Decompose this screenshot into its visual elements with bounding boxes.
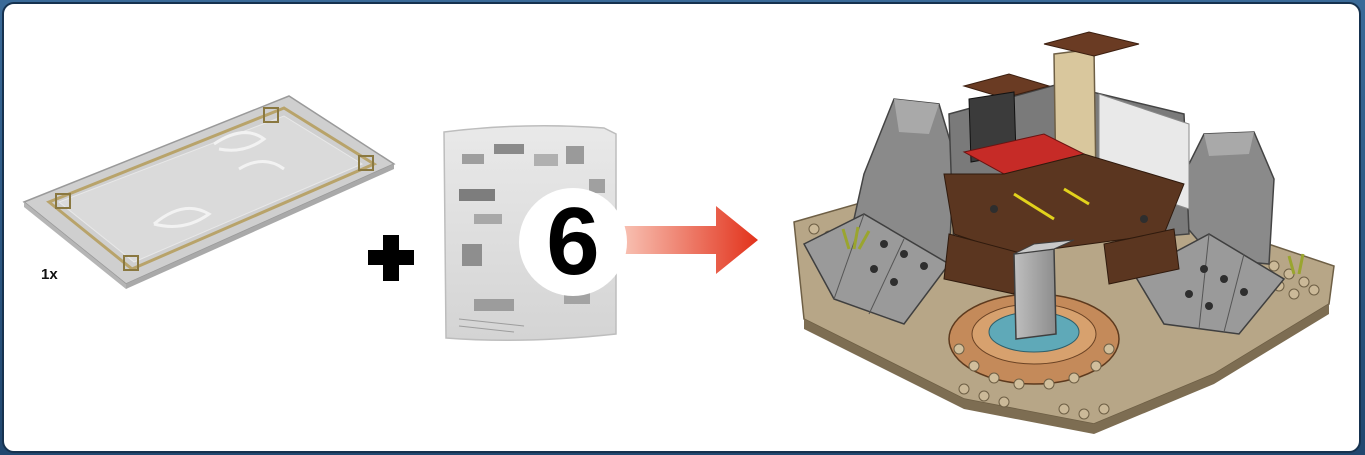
completed-model-illustration [794,32,1334,434]
bag-number-badge: 6 [519,188,627,296]
plus-icon [368,235,414,281]
quantity-label: 1x [41,266,58,283]
printed-mat-icon [24,96,394,289]
arrow-right-icon [604,206,758,274]
step-illustration [4,4,1359,451]
